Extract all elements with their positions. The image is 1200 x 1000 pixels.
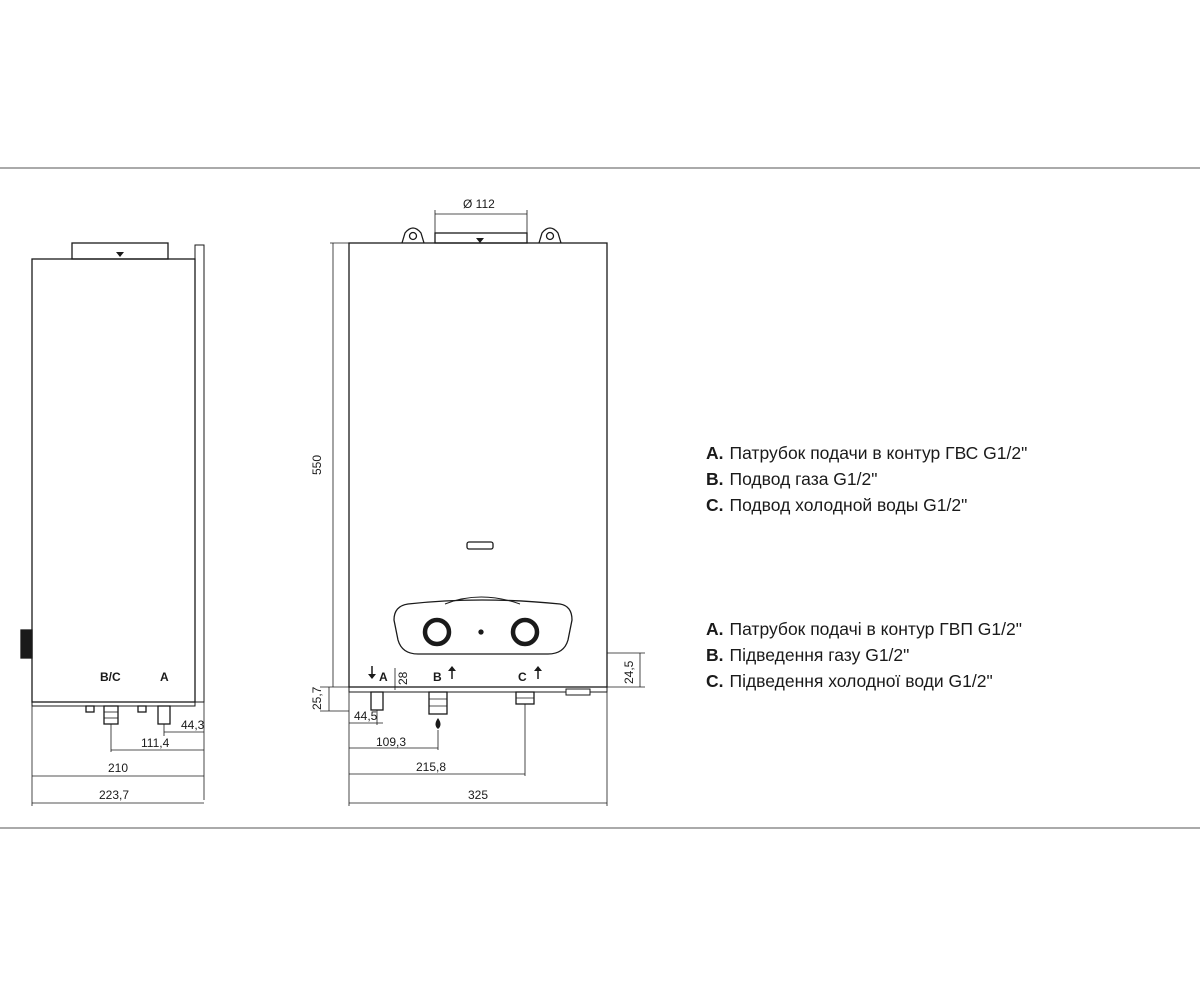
front-view [320, 210, 645, 806]
legend-ru-item-c: C.Подвод холодной воды G1/2" [706, 495, 968, 515]
side-dim-210: 210 [108, 761, 128, 775]
legend-russian: A.Патрубок подачи в контур ГВС G1/2" B.П… [706, 440, 1027, 518]
front-control-panel [393, 599, 573, 655]
front-label-b: B [433, 670, 442, 684]
front-dim-109-3: 109,3 [376, 735, 406, 749]
front-dim-width: 325 [468, 788, 488, 802]
legend-uk-item-a: A.Патрубок подачі в контур ГВП G1/2" [706, 619, 1022, 639]
side-view-fitting-a [157, 705, 171, 725]
side-view-wall-bracket [194, 244, 205, 703]
front-dim-215-8: 215,8 [416, 760, 446, 774]
side-dim-111-4: 111,4 [141, 736, 170, 750]
side-label-bc: B/C [100, 670, 121, 684]
front-hanging-lug-left [401, 227, 425, 244]
side-view-body [31, 258, 196, 703]
side-view-fitting-bc [103, 705, 119, 725]
side-view-knob [20, 629, 33, 659]
front-dim-flue-diameter: Ø 112 [463, 197, 495, 211]
legend-ru-item-a: A.Патрубок подачи в контур ГВС G1/2" [706, 443, 1028, 463]
front-body [348, 242, 608, 688]
front-fitting-b [428, 691, 448, 715]
legend-ru-item-b: B.Подвод газа G1/2" [706, 469, 878, 489]
front-dim-25-7: 25,7 [310, 686, 324, 710]
front-gas-drop-icon [435, 718, 441, 729]
legend-uk-item-b: B.Підведення газу G1/2" [706, 645, 910, 665]
front-fitting-a [370, 691, 384, 711]
side-label-a: A [160, 670, 169, 684]
front-flow-arrows [368, 666, 542, 679]
front-knob-right [510, 617, 540, 647]
front-label-c: C [518, 670, 527, 684]
front-logo-plate [466, 541, 494, 550]
front-dim-24-5: 24,5 [622, 660, 636, 684]
front-hanging-lug-right [538, 227, 562, 244]
side-dim-223-7: 223,7 [99, 788, 129, 802]
front-dim-44-5: 44,5 [354, 709, 378, 723]
front-dim-height: 550 [310, 455, 324, 475]
side-view-flue-arrow [116, 252, 124, 257]
front-flue-arrow [476, 238, 484, 243]
side-view [20, 242, 205, 806]
legend-uk-item-c: C.Підведення холодної води G1/2" [706, 671, 993, 691]
front-label-a: A [379, 670, 388, 684]
legend-ukrainian: A.Патрубок подачі в контур ГВП G1/2" B.П… [706, 616, 1022, 694]
front-dim-28: 28 [396, 671, 410, 685]
side-dim-44-3: 44,3 [181, 718, 205, 732]
front-knob-left [422, 617, 452, 647]
